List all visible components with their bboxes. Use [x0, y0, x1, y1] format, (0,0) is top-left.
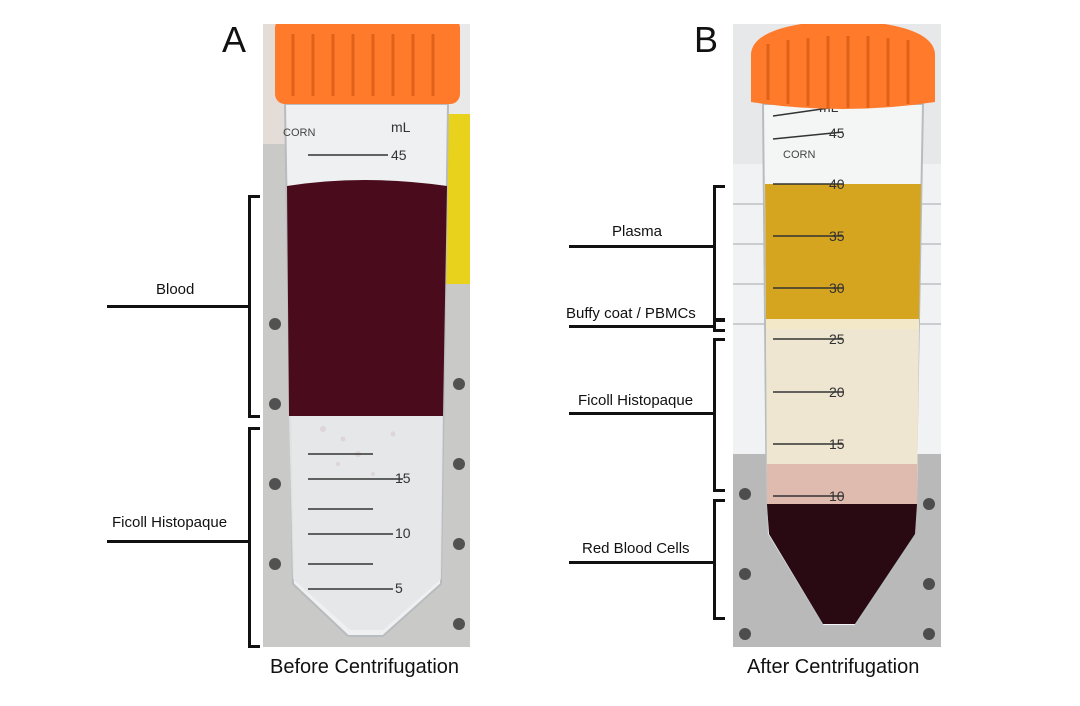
ficoll-layer-b	[766, 329, 919, 504]
buffy-coat-bracket	[713, 319, 725, 332]
panel-letter-a: A	[222, 19, 247, 60]
tube-mark-40-b: 40	[829, 176, 845, 192]
plasma-bracket	[713, 185, 725, 321]
photo-after-centrifugation: mL CORN 45 40 35 30 25 20 15 10	[733, 24, 941, 647]
panel-letter-b: B	[694, 19, 719, 60]
tube-mark-35-b: 35	[829, 228, 845, 244]
label-ficoll-a: Ficoll Histopaque	[112, 514, 228, 531]
tube-mark-45-a: 45	[391, 147, 407, 163]
tube-mark-10-b: 10	[829, 488, 845, 504]
label-buffy-coat: Buffy coat / PBMCs	[566, 305, 696, 322]
tube-mark-15-b: 15	[829, 436, 845, 452]
tube-mark-5-a: 5	[395, 580, 403, 596]
tube-before-image: mL CORN 45 15 10 5	[263, 24, 470, 647]
label-red-blood-cells: Red Blood Cells	[582, 540, 690, 557]
buffy-coat-leader-line	[569, 325, 715, 328]
buffy-coat-layer	[766, 319, 919, 329]
rbc-bracket	[713, 499, 725, 620]
tube-mark-15-a: 15	[395, 470, 411, 486]
ficoll-bracket-a	[248, 427, 260, 648]
blood-bracket	[248, 195, 260, 418]
tube-mark-25-b: 25	[829, 331, 845, 347]
plasma-layer	[765, 184, 921, 319]
ficoll-layer-a	[289, 416, 443, 630]
ficoll-leader-line-b	[569, 412, 715, 415]
photo-before-centrifugation: mL CORN 45 15 10 5	[263, 24, 470, 647]
tube-brand-b: CORN	[783, 149, 815, 161]
tube-after-image: mL CORN 45 40 35 30 25 20 15 10	[733, 24, 941, 647]
tube-mark-30-b: 30	[829, 280, 845, 296]
label-ficoll-b: Ficoll Histopaque	[578, 392, 694, 409]
tube-brand-a: CORN	[283, 127, 315, 139]
ficoll-bracket-b	[713, 338, 725, 492]
rbc-leader-line	[569, 561, 715, 564]
tube-mark-10-a: 10	[395, 525, 411, 541]
label-plasma: Plasma	[612, 223, 663, 240]
blood-layer	[287, 180, 447, 416]
tube-mark-ml-a: mL	[391, 119, 411, 135]
blood-leader-line	[107, 305, 250, 308]
tube-mark-45-b: 45	[829, 125, 845, 141]
caption-after: After Centrifugation	[747, 656, 920, 678]
plasma-leader-line	[569, 245, 715, 248]
tube-mark-20-b: 20	[829, 384, 845, 400]
rbc-layer	[767, 504, 917, 624]
ficoll-leader-line-a	[107, 540, 250, 543]
caption-before: Before Centrifugation	[270, 656, 460, 678]
label-blood: Blood	[156, 281, 195, 298]
